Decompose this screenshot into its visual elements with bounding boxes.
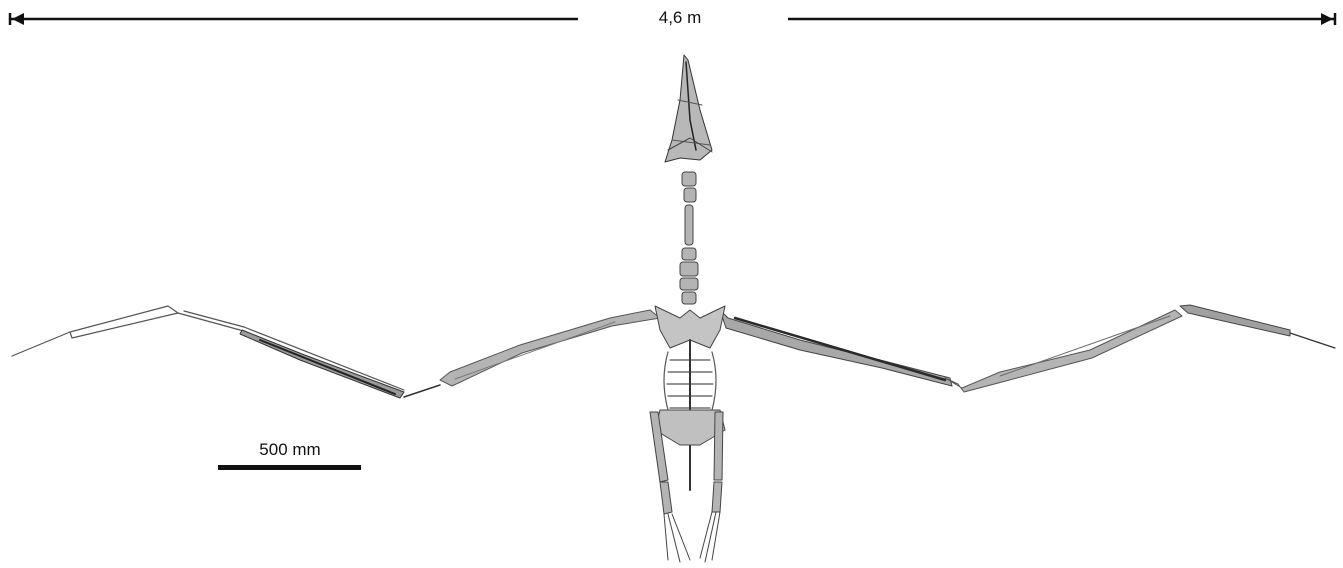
feet [664, 512, 720, 562]
scale-bar-label: 500 mm [240, 440, 340, 460]
scale-bar [218, 465, 361, 470]
wingspan-arrow-right [1321, 13, 1333, 25]
wingspan-arrow-left [12, 13, 24, 25]
left-arm-bones [440, 310, 660, 386]
pterosaur-skeleton [12, 55, 1335, 562]
left-wing-tip-outline [12, 306, 404, 395]
neck-vertebrae [680, 172, 698, 304]
left-wing-phalanges [240, 330, 440, 398]
wingspan-label: 4,6 m [640, 8, 720, 28]
right-wing-phalanges [1180, 305, 1335, 348]
right-arm-bones [720, 310, 1182, 392]
skull [665, 55, 712, 162]
